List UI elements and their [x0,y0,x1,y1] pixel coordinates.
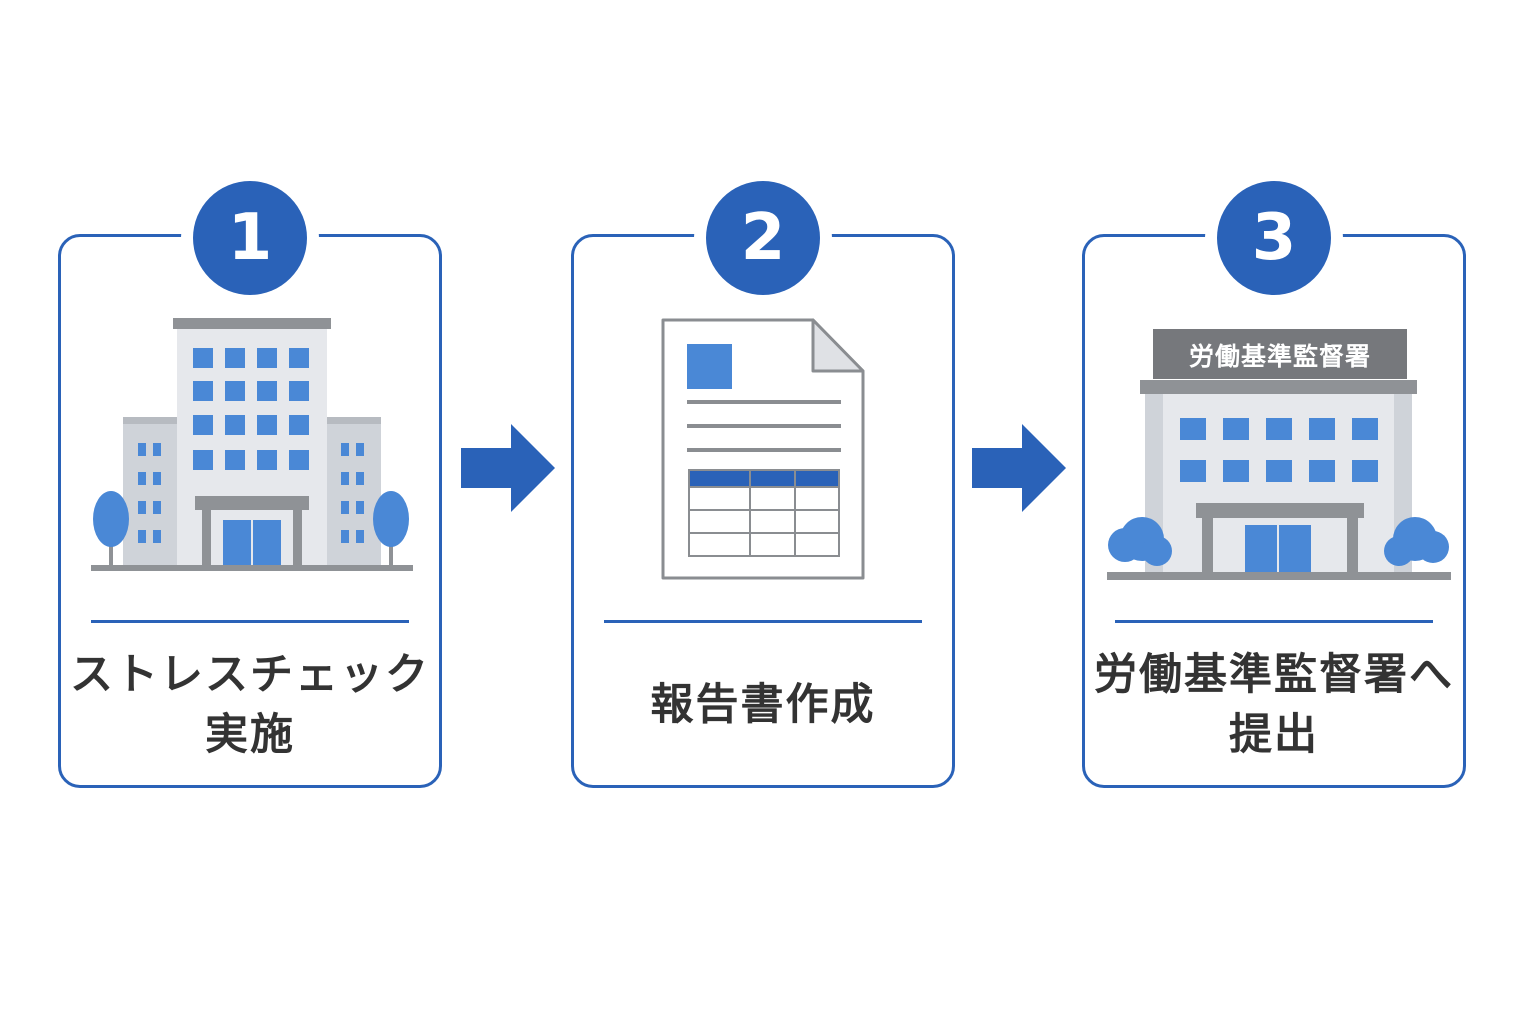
building-sign-text: 労働基準監督署 [1189,342,1371,371]
step-label-line: ストレスチェック [70,649,430,700]
step-label-3: 労働基準監督署へ 提出 [1085,647,1463,762]
step-label-line: 実施 [205,709,295,760]
arrow-right-icon [972,424,1066,512]
step-card-2: 2 報告書作成 [571,181,955,788]
report-document-icon [661,318,865,580]
step-label-line: 労働基準監督署へ [1094,649,1454,700]
step-label-2: 報告書作成 [574,647,952,762]
step-number-badge-1: 1 [193,181,307,295]
step-label-line: 提出 [1229,709,1319,760]
card-divider [91,620,409,623]
card-divider [604,620,922,623]
step-number-badge-2: 2 [706,181,820,295]
step-card-1: 1 [58,181,442,788]
step-number-badge-3: 3 [1217,181,1331,295]
office-building-icon [91,318,413,571]
step-label-line: 報告書作成 [650,679,876,730]
card-divider [1115,620,1433,623]
arrow-right-icon [461,424,555,512]
step-label-1: ストレスチェック 実施 [61,647,439,762]
labor-office-building-icon: 労働基準監督署 [1107,329,1451,580]
step-card-3: 3 労働基準監督署 労働基準監督署へ 提出 [1082,181,1466,788]
